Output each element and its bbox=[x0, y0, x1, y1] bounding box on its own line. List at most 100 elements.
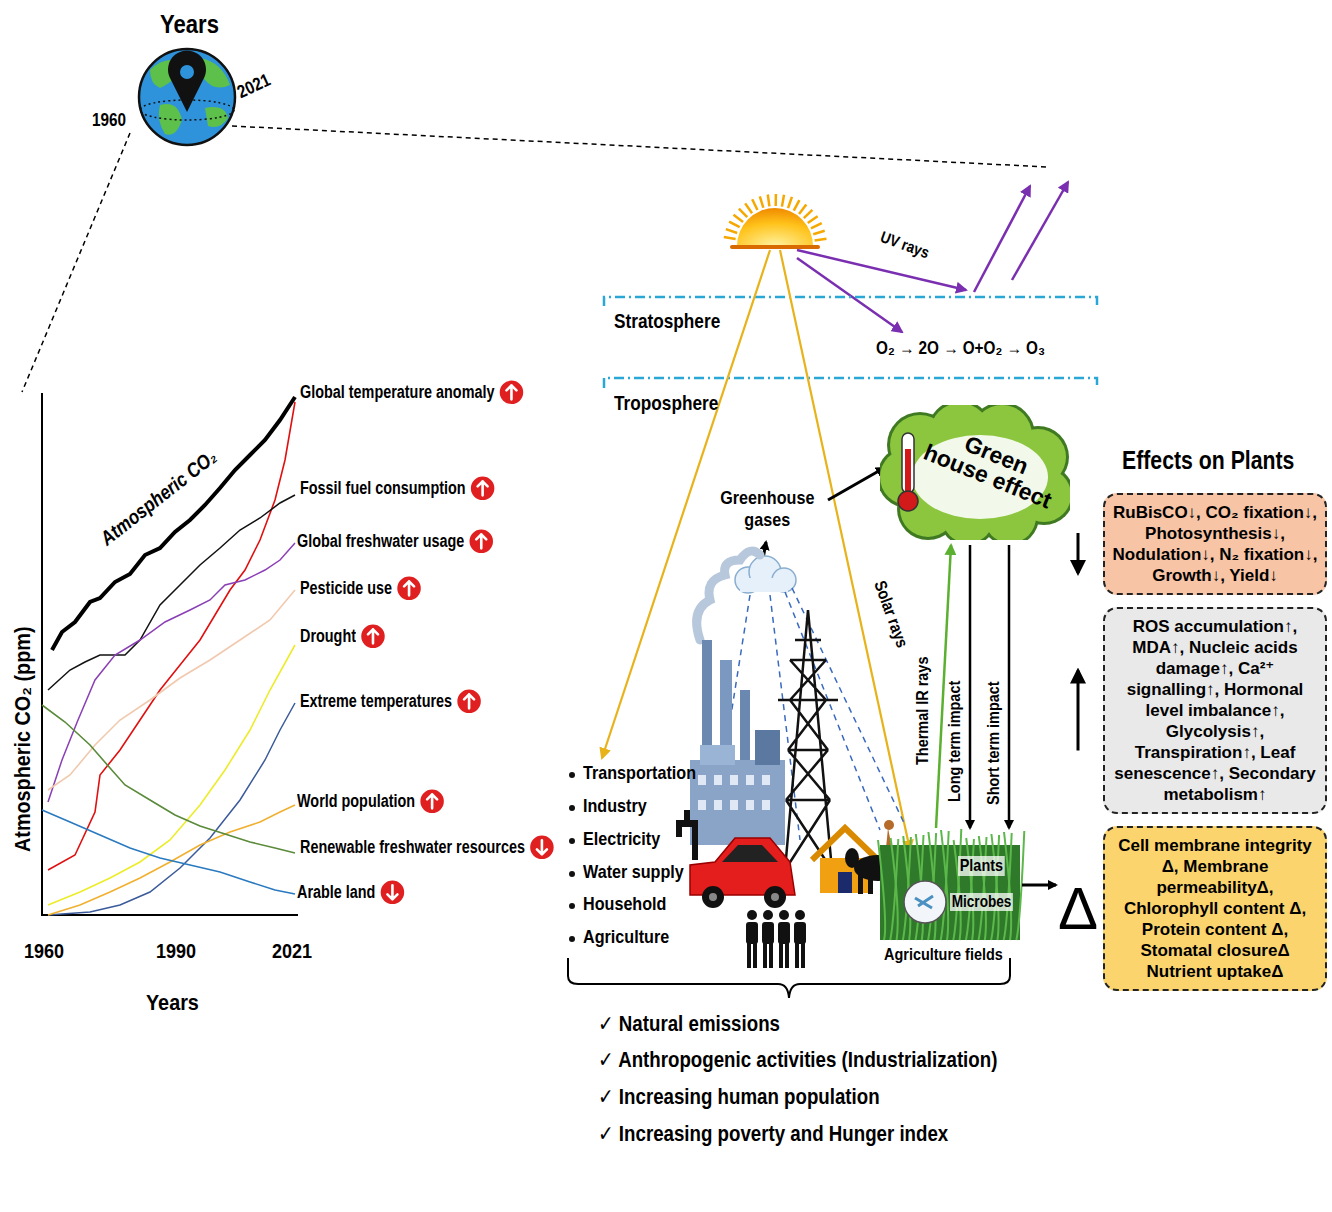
trend-icon bbox=[470, 476, 495, 501]
trend-icon bbox=[380, 880, 405, 905]
label-text: Atmospheric CO₂ (ppm) bbox=[10, 626, 35, 852]
globe bbox=[139, 49, 235, 145]
person-leg bbox=[801, 942, 805, 968]
label-text: Long term impact bbox=[945, 681, 965, 802]
node-text: Cell membrane integrity Δ, Membrane perm… bbox=[1111, 835, 1319, 982]
sun-ray bbox=[760, 196, 764, 207]
atmosphere-bands bbox=[604, 297, 1097, 388]
sun-ray bbox=[726, 229, 737, 233]
decrease-arrow bbox=[1077, 533, 1080, 573]
plant-blade bbox=[991, 834, 998, 940]
plant-blade bbox=[991, 835, 999, 940]
plant-blade bbox=[953, 829, 961, 940]
person-leg bbox=[747, 942, 751, 968]
effect-arrow bbox=[1022, 884, 1056, 887]
trend-circle bbox=[469, 529, 494, 554]
label-text: Agriculture bbox=[583, 926, 669, 948]
transmission-tower bbox=[778, 610, 838, 870]
label-text: Household bbox=[583, 893, 666, 915]
line-chart bbox=[41, 393, 298, 916]
solar-lines bbox=[602, 250, 910, 850]
trend-arrow bbox=[464, 694, 474, 708]
label-text: Transportation bbox=[583, 762, 696, 784]
label-text: O₂ → 2O → O+O₂ → O₃ bbox=[876, 338, 1045, 359]
sun-ray bbox=[724, 237, 736, 239]
impact-arrow bbox=[969, 545, 972, 828]
person-head bbox=[747, 910, 757, 920]
greenhouse-cloud: Green house effect bbox=[880, 405, 1070, 540]
sun-ray bbox=[808, 216, 818, 223]
plant-blade bbox=[1004, 832, 1011, 940]
person-head bbox=[779, 910, 789, 920]
water-tap bbox=[676, 810, 698, 860]
trend-icon bbox=[360, 624, 385, 649]
sun-ray bbox=[804, 210, 813, 218]
label-text: Plants bbox=[958, 856, 1005, 876]
label-text: Pesticide use bbox=[300, 578, 392, 599]
label-text: 1960 bbox=[92, 110, 126, 131]
label-text: Microbes bbox=[950, 893, 1013, 911]
sun-ray bbox=[815, 239, 827, 241]
label-text: Troposphere bbox=[614, 391, 718, 415]
person-body bbox=[794, 922, 806, 944]
person-body bbox=[778, 922, 790, 944]
people bbox=[746, 910, 806, 968]
trend-icon bbox=[457, 689, 482, 714]
trend-arrow bbox=[368, 629, 378, 643]
plant-blade bbox=[966, 838, 973, 940]
label-text: ✓ Anthropogenic activities (Industrializ… bbox=[598, 1047, 997, 1072]
sun-ray bbox=[752, 199, 757, 210]
effect-box: RuBisCO↓, CO₂ fixation↓, Photosynthesis↓… bbox=[1103, 493, 1327, 595]
label-text: ✓ Natural emissions bbox=[598, 1011, 780, 1036]
label-text: World population bbox=[297, 791, 415, 812]
trend-icon bbox=[397, 576, 422, 601]
label-text: 1960 bbox=[24, 940, 64, 963]
label-text: Extreme temperatures bbox=[300, 691, 452, 712]
trend-arrow bbox=[476, 534, 486, 548]
car bbox=[690, 838, 795, 908]
list-bullets bbox=[569, 772, 575, 942]
trend-circle bbox=[360, 624, 385, 649]
sun-ray bbox=[799, 204, 806, 214]
plant-blade bbox=[941, 830, 948, 940]
plant-blade bbox=[878, 840, 885, 940]
node-text: RuBisCO↓, CO₂ fixation↓, Photosynthesis↓… bbox=[1111, 502, 1319, 586]
sun-ray bbox=[813, 231, 824, 235]
emission-arrow bbox=[828, 468, 884, 500]
person-body bbox=[746, 922, 758, 944]
trend-circle bbox=[380, 880, 405, 905]
sun-ray bbox=[739, 209, 747, 218]
person-body bbox=[762, 922, 774, 944]
label-text: Years bbox=[146, 990, 199, 1015]
label-text: Solar rays bbox=[870, 578, 912, 650]
trend-circle bbox=[457, 689, 482, 714]
effect-box: ROS accumulation↑, MDA↑, Nucleic acids d… bbox=[1103, 607, 1327, 814]
factory bbox=[690, 551, 785, 845]
plants-field bbox=[878, 829, 1024, 940]
label-text: Thermal IR rays bbox=[913, 657, 933, 765]
person-head bbox=[795, 910, 805, 920]
label-text: Atmospheric CO₂ bbox=[96, 445, 221, 550]
trend-circle bbox=[470, 476, 495, 501]
label-text: ✓ Increasing poverty and Hunger index bbox=[598, 1121, 948, 1146]
label-text: UV rays bbox=[878, 228, 932, 263]
trend-icon bbox=[499, 380, 524, 405]
trend-circle bbox=[529, 835, 554, 860]
plant-blade bbox=[941, 831, 949, 940]
person-leg bbox=[769, 942, 773, 968]
label-text: 1990 bbox=[156, 940, 196, 963]
plant-blade bbox=[979, 836, 986, 940]
label-text: Global freshwater usage bbox=[297, 531, 464, 552]
label-text: 2021 bbox=[234, 70, 274, 103]
person-leg bbox=[779, 942, 783, 968]
label-text: Short term impact bbox=[984, 681, 1004, 805]
sun-ray bbox=[782, 195, 784, 207]
person-leg bbox=[763, 942, 767, 968]
plant-blade bbox=[890, 839, 898, 940]
sun-ray bbox=[811, 223, 822, 228]
trend-icon bbox=[469, 529, 494, 554]
label-text: Arable land bbox=[297, 882, 375, 903]
label-text: Global temperature anomaly bbox=[300, 382, 494, 403]
sun-ray bbox=[729, 222, 740, 228]
